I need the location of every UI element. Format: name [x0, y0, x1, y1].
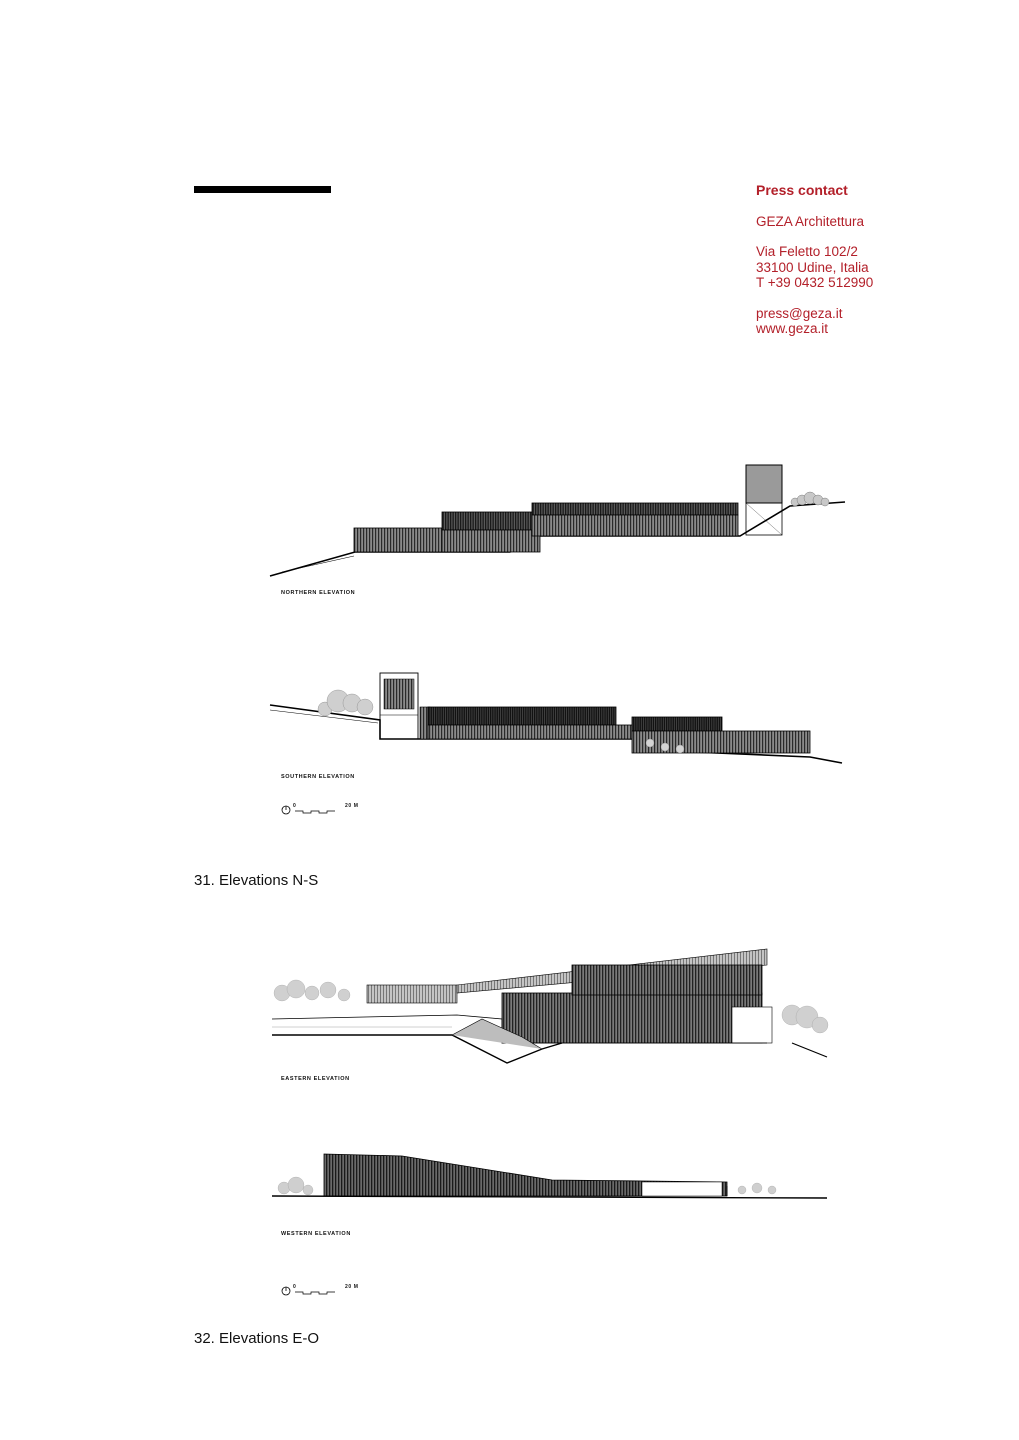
elevation-label: NORTHERN ELEVATION: [281, 590, 356, 596]
header-rule: [194, 186, 331, 193]
email-link[interactable]: press@geza.it: [756, 305, 843, 321]
eastern-elevation-drawing: [271, 948, 829, 1064]
elevation-label: SOUTHERN ELEVATION: [281, 774, 355, 780]
scale-bar: [281, 805, 335, 815]
address-line-1: Via Feletto 102/2: [756, 244, 858, 259]
figure-caption: 32. Elevations E-O: [194, 1330, 320, 1347]
scale-end-label: 20 M: [345, 803, 359, 809]
elevation-label: WESTERN ELEVATION: [281, 1231, 351, 1237]
southern-elevation-drawing: [269, 672, 843, 764]
elevation-label: EASTERN ELEVATION: [281, 1076, 350, 1082]
western-elevation-drawing: [271, 1153, 828, 1199]
scale-start-label: 0: [293, 803, 297, 809]
press-contact-title: Press contact: [756, 182, 848, 198]
northern-elevation-drawing: [269, 464, 846, 577]
phone-number: T +39 0432 512990: [756, 275, 874, 290]
address-line-2: 33100 Udine, Italia: [756, 259, 869, 275]
figure-caption: 31. Elevations N-S: [194, 872, 319, 889]
website-link[interactable]: www.geza.it: [756, 321, 829, 336]
press-contact-block: Press contact GEZA Architettura Via Fele…: [756, 182, 996, 337]
scale-end-label: 20 M: [345, 1284, 359, 1290]
company-name: GEZA Architettura: [756, 213, 865, 229]
scale-bar: [281, 1286, 335, 1296]
scale-start-label: 0: [293, 1284, 297, 1290]
